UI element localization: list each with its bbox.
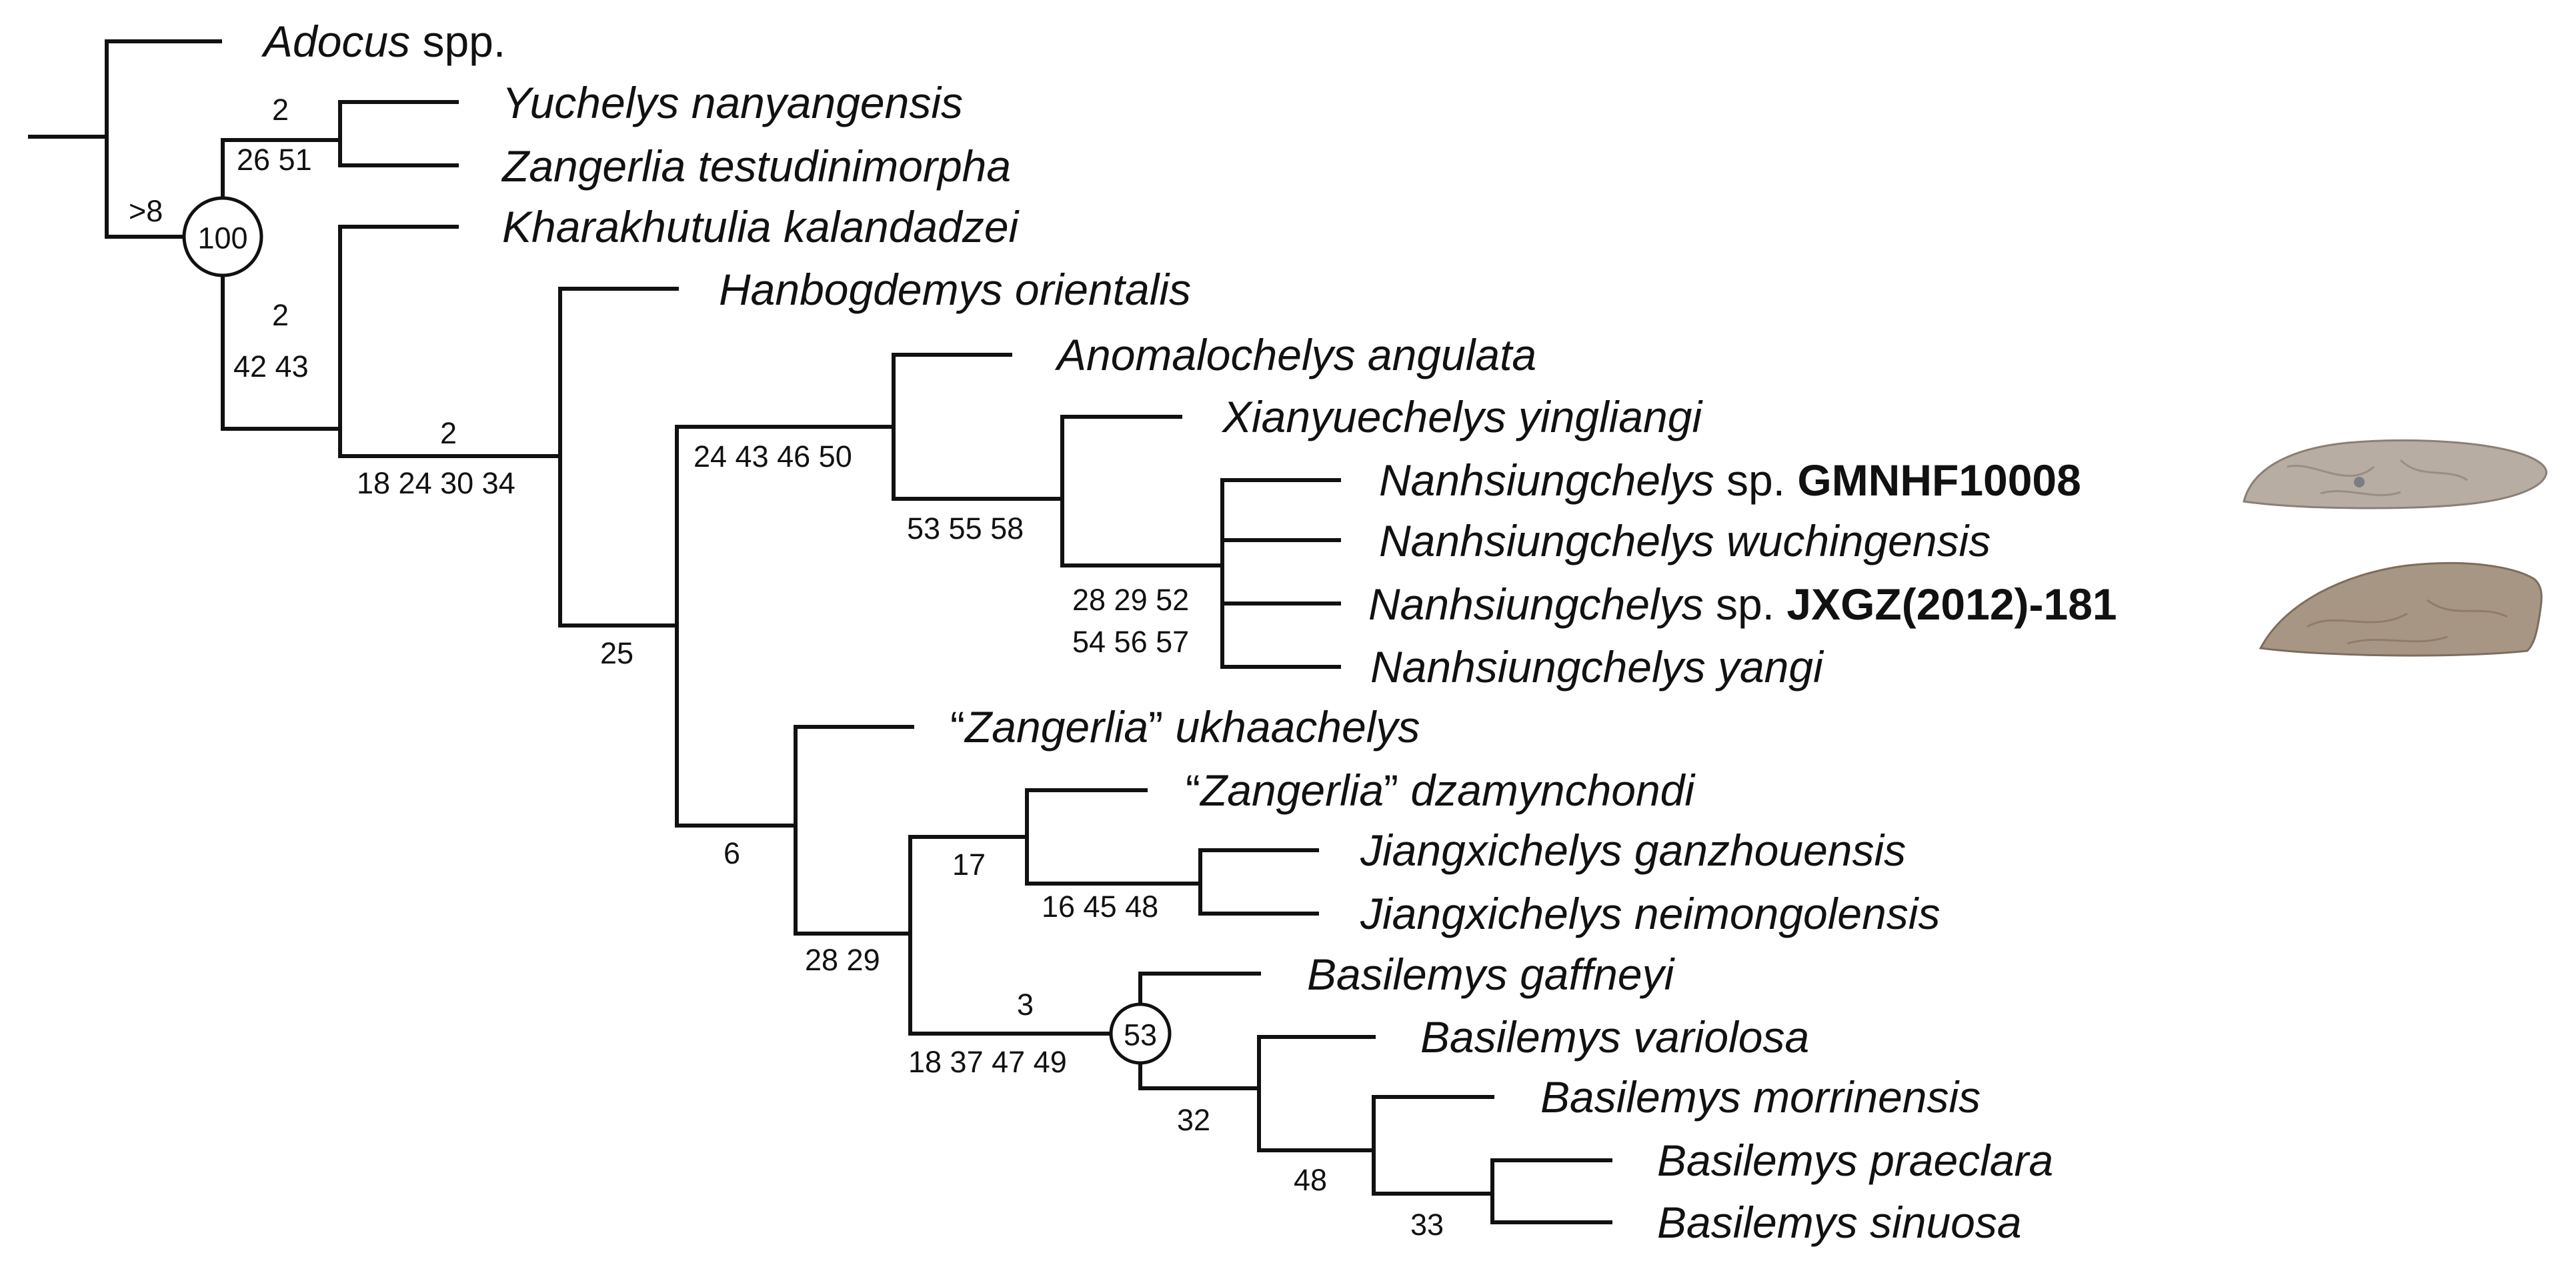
node-circle-53 [1109, 1002, 1172, 1065]
shell-dark-spot [2354, 477, 2365, 487]
taxon-label-jiangxichelys-ganzhouensis: Jiangxichelys ganzhouensis [1360, 826, 1906, 875]
support-label-164548: 16 45 48 [1042, 890, 1158, 924]
node-circle-100 [182, 196, 263, 277]
taxon-label-basilemys-praeclara: Basilemys praeclara [1657, 1136, 2053, 1185]
taxon-label-zangerlia-testudinimorpha: Zangerlia testudinimorpha [501, 141, 1011, 191]
taxon-label-zangerlia-dzamynchondi: “Zangerlia” dzamynchondi [1186, 766, 1696, 815]
taxon-label-nanhsiungchelys-jxgz: Nanhsiungchelys sp. JXGZ(2012)-181 [1368, 579, 2117, 629]
support-label-2: 2 [272, 93, 289, 127]
node-label-100: 100 [197, 221, 247, 255]
taxon-label-nanhsiungchelys-gmnhf10008: Nanhsiungchelys sp. GMNHF10008 [1379, 455, 2081, 505]
support-label-24434650: 24 43 46 50 [694, 439, 852, 473]
tree-branches [28, 39, 1612, 1224]
support-label-4243: 42 43 [233, 349, 309, 383]
support-label-2: 2 [272, 298, 289, 332]
taxon-label-basilemys-variolosa: Basilemys variolosa [1420, 1012, 1809, 1062]
support-label-48: 48 [1294, 1163, 1327, 1197]
support-label-2651: 26 51 [237, 143, 312, 177]
shell-silhouette [2259, 561, 2543, 657]
taxon-label-basilemys-morrinensis: Basilemys morrinensis [1540, 1072, 1981, 1122]
specimen-photos [2243, 439, 2548, 657]
support-label-gt8: >8 [129, 194, 163, 228]
shell-texture [2287, 459, 2468, 497]
shell-silhouette [2243, 439, 2548, 509]
support-label-535558: 53 55 58 [907, 511, 1024, 545]
taxon-label-basilemys-gaffneyi: Basilemys gaffneyi [1307, 950, 1676, 999]
taxon-label-kharakhutulia: Kharakhutulia kalandadzei [502, 202, 1020, 251]
taxon-label-basilemys-sinuosa: Basilemys sinuosa [1657, 1198, 2022, 1247]
support-label-25: 25 [600, 636, 633, 670]
support-label-545657: 54 56 57 [1072, 625, 1189, 659]
support-label-6: 6 [724, 836, 740, 870]
circled-nodes: 100 53 [182, 196, 1172, 1065]
taxon-label-jiangxichelys-neimongolensis: Jiangxichelys neimongolensis [1360, 889, 1940, 938]
node-label-53: 53 [1124, 1018, 1157, 1052]
support-label-17: 17 [952, 848, 986, 882]
specimen-photo-jxgz2012-181 [2259, 561, 2543, 657]
taxon-label-nanhsiungchelys-yangi: Nanhsiungchelys yangi [1370, 642, 1824, 692]
support-labels: >8 2 26 51 2 42 43 2 18 24 30 34 24 43 4… [129, 93, 1444, 1242]
taxon-label-adocus: Adocus spp. [261, 17, 505, 66]
taxon-label-xianyuechelys: Xianyuechelys yingliangi [1221, 392, 1703, 441]
support-label-2: 2 [440, 416, 457, 450]
taxon-label-nanhsiungchelys-wuchingensis: Nanhsiungchelys wuchingensis [1379, 516, 1991, 565]
support-label-3: 3 [1017, 988, 1034, 1022]
support-label-282952: 28 29 52 [1072, 583, 1189, 617]
support-label-2829: 28 29 [805, 943, 880, 977]
support-label-32: 32 [1177, 1103, 1210, 1137]
support-label-18243034: 18 24 30 34 [357, 466, 515, 500]
taxon-label-yuchelys: Yuchelys nanyangensis [502, 78, 963, 127]
taxon-label-zangerlia-ukhaachelys: “Zangerlia” ukhaachelys [950, 702, 1420, 752]
shell-texture [2307, 599, 2508, 645]
support-label-18374749: 18 37 47 49 [908, 1045, 1067, 1079]
support-label-33: 33 [1410, 1208, 1444, 1242]
taxon-label-anomalochelys: Anomalochelys angulata [1054, 330, 1536, 379]
taxon-labels: Adocus spp. Yuchelys nanyangensis Zanger… [261, 17, 2117, 1247]
specimen-photo-gmnhf10008 [2243, 439, 2548, 509]
taxon-label-hanbogdemys: Hanbogdemys orientalis [719, 265, 1191, 314]
